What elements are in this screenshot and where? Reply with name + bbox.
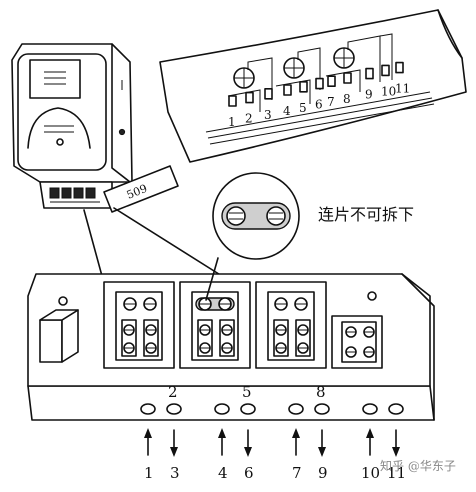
upper-terminal-block (395, 61, 404, 74)
upper-terminal-number: 2 (245, 112, 253, 126)
terminal-hole (288, 403, 304, 415)
arrow-number: 7 (292, 464, 302, 482)
front-face-holes (140, 403, 404, 415)
upper-terminal-number: 1 (228, 115, 236, 129)
arrow-number: 10 (361, 464, 380, 482)
terminal-group-4 (331, 315, 383, 369)
upper-terminal-block (343, 72, 352, 84)
down-arrow-head (318, 447, 326, 457)
down-arrow-head (244, 447, 252, 457)
link-piece-callout (205, 172, 300, 301)
upper-terminal-number: 7 (327, 95, 335, 109)
terminal-hole (362, 403, 378, 415)
upper-terminal-number: 11 (395, 82, 410, 96)
caption-text: 连片不可拆下 (318, 205, 414, 224)
upper-terminal-block (264, 88, 273, 100)
terminal-hole (314, 403, 330, 415)
up-arrow-head (144, 428, 152, 438)
terminal-hole (240, 403, 256, 415)
middle-terminal-number: 2 (168, 383, 178, 401)
middle-terminal-number: 8 (316, 383, 326, 401)
callout-pointer (205, 257, 219, 301)
meter-seal-tag: 509 (103, 165, 179, 213)
upper-terminal-number: 5 (299, 101, 307, 115)
terminal-hole (214, 403, 230, 415)
upper-terminal-block (381, 64, 390, 77)
upper-terminal-block (245, 91, 254, 104)
upper-terminal-block (228, 95, 237, 107)
up-arrow-head (218, 428, 226, 438)
upper-terminal-block (365, 67, 374, 80)
up-arrow-head (366, 428, 374, 438)
terminal-hole (140, 403, 156, 415)
upper-terminal-block (327, 75, 336, 87)
upper-terminal-block (315, 77, 324, 90)
arrow-number: 4 (218, 464, 228, 482)
upper-terminal-number: 4 (283, 104, 291, 118)
zoom-line-right (113, 207, 223, 277)
upper-terminal-number: 6 (315, 98, 323, 112)
up-arrow-head (292, 428, 300, 438)
electricity-meter: 509 (11, 43, 179, 213)
arrow-number: 9 (318, 464, 328, 482)
middle-terminal-labels: 2 5 8 (168, 383, 326, 401)
arrow-number: 6 (244, 464, 254, 482)
terminal-hole (388, 403, 404, 415)
down-arrow-head (392, 447, 400, 457)
card-wiring-lines (227, 33, 393, 112)
upper-terminal-number: 8 (343, 92, 351, 106)
arrow-number: 1 (144, 464, 154, 482)
upper-terminal-number: 9 (365, 88, 373, 102)
meter-terminal-strip (49, 187, 100, 203)
middle-terminal-number: 5 (242, 383, 252, 401)
left-mounting-tab (39, 309, 79, 363)
arrow-number: 3 (170, 464, 180, 482)
terminal-hole (166, 403, 182, 415)
terminal-block: 2 5 8 (27, 273, 435, 421)
arrow-number: 11 (387, 464, 406, 482)
upper-terminal-number: 10 (381, 84, 396, 98)
upper-terminal-block (283, 84, 292, 96)
down-arrow-head (170, 447, 178, 457)
terminal-group-2 (179, 281, 251, 369)
zoom-line-left (83, 209, 103, 277)
coil-circles (233, 47, 355, 89)
upper-terminal-number: 3 (264, 108, 272, 122)
upper-terminal-block (299, 81, 308, 93)
watermark: 知乎 @华东子 (380, 459, 456, 473)
terminal-group-3 (255, 281, 327, 369)
terminal-group-1 (103, 281, 175, 369)
